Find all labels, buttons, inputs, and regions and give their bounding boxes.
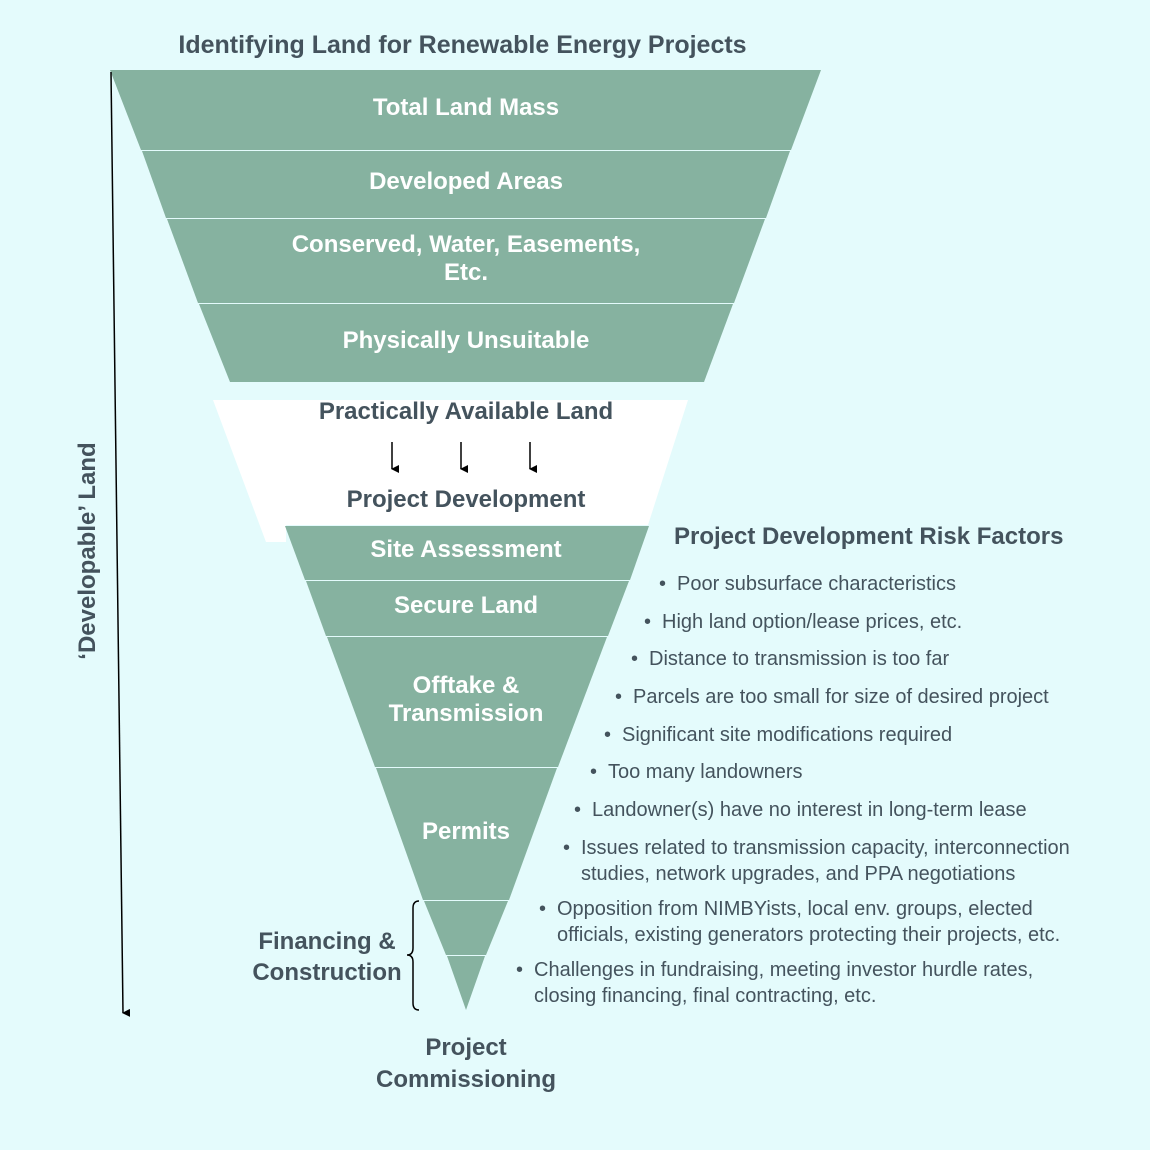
risk-text: Poor subsurface characteristics [677, 573, 957, 595]
project-development-label: Project Development [346, 486, 586, 513]
risk-text: Parcels are too small for size of desire… [633, 686, 1049, 708]
band-label: Offtake & Transmission [388, 672, 544, 727]
band-developed-areas [142, 151, 790, 218]
band-permits [376, 768, 557, 900]
risk-text: Distance to transmission is too far [649, 648, 950, 670]
band-total-land-mass [110, 70, 821, 150]
risk-item: •Parcels are too small for size of desir… [615, 686, 1049, 708]
band-label: Physically Unsuitable [342, 327, 590, 354]
risk-text: Too many landowners [608, 761, 803, 783]
risk-item: •Distance to transmission is too far [631, 648, 950, 670]
financing-construction-label: Financing & Construction [252, 928, 402, 986]
band-label: Conserved, Water, Easements, Etc. [291, 231, 641, 286]
risk-text: Issues related to transmission capacity,… [581, 837, 1070, 859]
risk-text: Landowner(s) have no interest in long-te… [592, 799, 1027, 821]
project-commissioning-label: Project Commissioning [375, 1034, 556, 1093]
risk-text: High land option/lease prices, etc. [662, 611, 963, 633]
risk-text: Opposition from NIMBYists, local env. gr… [557, 898, 1033, 920]
band-conserved-water [167, 219, 765, 303]
risk-text-continued: officials, existing generators protectin… [557, 924, 1061, 946]
band-physically-unsuitable [199, 304, 733, 382]
developable-land-arrow [110, 71, 131, 1017]
developable-land-label: ‘Developable’ Land [74, 442, 101, 660]
risk-item: •Significant site modifications required [604, 724, 953, 746]
band-site-assessment [285, 526, 649, 580]
financing-brace [406, 900, 420, 1011]
risk-item: •Poor subsurface characteristics [659, 573, 957, 595]
risk-item: •Landowner(s) have no interest in long-t… [574, 799, 1027, 821]
band-offtake-transmission [327, 637, 607, 767]
band-label: Permits [421, 818, 511, 845]
band-label: Total Land Mass [372, 94, 560, 121]
risk-item: •Challenges in fundraising, meeting inve… [516, 959, 1034, 1007]
band-construction [447, 956, 485, 1010]
risk-text: Challenges in fundraising, meeting inves… [534, 959, 1034, 981]
diagram-title: Identifying Land for Renewable Energy Pr… [178, 31, 747, 59]
practically-available-land-region [213, 400, 688, 542]
risk-factors-title: Project Development Risk Factors [674, 523, 1064, 550]
band-financing [424, 901, 508, 955]
risk-item: •High land option/lease prices, etc. [644, 611, 963, 633]
risk-item: •Issues related to transmission capacity… [563, 837, 1070, 885]
risk-text-continued: closing financing, final contracting, et… [534, 985, 877, 1007]
band-secure-land [306, 581, 629, 636]
risk-text-continued: studies, network upgrades, and PPA negot… [581, 863, 1016, 885]
band-label: Secure Land [393, 592, 539, 619]
band-label: Site Assessment [370, 536, 562, 563]
risk-text: Significant site modifications required [622, 724, 953, 746]
band-label: Developed Areas [369, 168, 563, 195]
practically-available-land-label: Practically Available Land [318, 398, 614, 425]
risk-item: •Opposition from NIMBYists, local env. g… [539, 898, 1061, 946]
risk-item: •Too many landowners [590, 761, 803, 783]
